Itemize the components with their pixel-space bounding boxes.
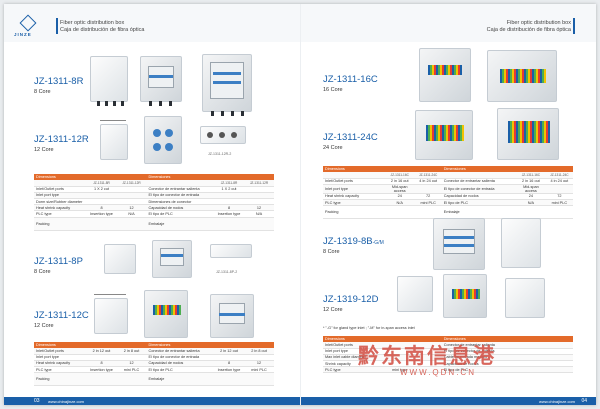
product-model: JZ-1311-8R	[34, 76, 84, 87]
image-caption: JZ-1311-12R-2	[208, 152, 232, 156]
product-model: JZ-1319-12D	[323, 294, 379, 305]
footer-url: www.chinajinze.com	[538, 398, 575, 404]
product-image-open	[419, 48, 471, 102]
header-title-en: Fiber optic distribution box	[506, 20, 571, 26]
product-image-side	[210, 244, 252, 258]
table-row: Packing Embalaje	[34, 372, 274, 387]
product-image-open	[152, 240, 192, 278]
product-model: JZ-1311-12C	[34, 310, 89, 321]
product-image-open	[443, 274, 487, 318]
product-image-open	[144, 116, 182, 164]
product-drawing	[94, 298, 128, 334]
table-row: Inlet port type El tipo de conector de e…	[34, 354, 274, 361]
watermark-text: 黔东南信息港	[358, 343, 496, 368]
product-model: JZ-1311-8P	[34, 256, 83, 267]
product-image-open	[144, 290, 188, 338]
table-row: Dorm size/Rubber diameter Dimensiones de…	[34, 198, 274, 206]
table-row: Shrink capacity Capacidad de nodos	[323, 360, 573, 368]
right-page: Fiber optic distribution box Caja de dis…	[300, 4, 596, 405]
image-caption: JZ-1311-8P-2	[216, 270, 238, 274]
left-page: JINZE Fiber optic distribution box Caja …	[4, 4, 300, 405]
page-footer: 03 www.chinajinze.com	[4, 397, 300, 405]
product-core: 8 Core	[34, 269, 51, 275]
table-header: Dimensiones	[146, 174, 214, 180]
watermark-url: WWW.QDN.CN	[400, 368, 476, 377]
product-image-closed	[104, 244, 136, 274]
product-core: 12 Core	[34, 323, 54, 329]
product-image-open	[415, 110, 473, 160]
dimension-line	[94, 294, 126, 295]
header-title-en: Fiber optic distribution box	[60, 20, 125, 26]
page-footer: www.chinajinze.com 04	[301, 397, 596, 405]
table-row: Inlet port type El tipo de conector de e…	[323, 348, 573, 355]
header-title-es: Caja de distribución de fibra óptica	[60, 27, 145, 33]
product-image-open	[140, 56, 182, 106]
product-drawing	[501, 218, 541, 268]
footer-url: www.chinajinze.com	[48, 398, 85, 404]
page-number: 03	[34, 398, 40, 404]
product-core: 24 Core	[323, 145, 343, 151]
brand-logo-icon	[19, 14, 37, 32]
product-model: JZ-1319-8B-G/M	[323, 236, 384, 247]
product-drawing	[100, 124, 128, 160]
product-model: JZ-1311-24C	[323, 132, 378, 143]
product-core: 12 Core	[323, 307, 343, 313]
product-core: 16 Core	[323, 87, 343, 93]
table-header: Dimensions	[34, 174, 87, 180]
product-image-side	[200, 126, 246, 144]
table-row: Packing Embalaje	[323, 205, 573, 220]
header-title-es: Caja de distribución de fibra óptica	[486, 27, 571, 33]
table-row: JZ-1311-16C JZ-1311-24C JZ-1311-16C JZ-1…	[323, 172, 573, 179]
brand-name: JINZE	[14, 32, 32, 37]
header-accent	[56, 18, 58, 34]
table-row: JZ-1311-8R JZ-1311-12R JZ-1311-8R JZ-131…	[34, 180, 274, 187]
product-model: JZ-1311-16C	[323, 74, 378, 85]
header-accent	[573, 18, 575, 34]
spec-table: Dimensions Dimensiones Inlet/Outlet port…	[34, 342, 274, 387]
product-core: 8 Core	[34, 89, 51, 95]
product-image-closed	[397, 276, 433, 312]
dimension-line	[100, 120, 126, 121]
product-image-open-large	[202, 54, 252, 116]
table-row: Inlet port type El tipo de conector de e…	[34, 192, 274, 200]
spec-table: Dimensions Dimensiones JZ-1311-8R JZ-131…	[34, 174, 274, 231]
table-row: Inlet/Outlet ports Conector de entrantar…	[323, 342, 573, 349]
page-header: JINZE Fiber optic distribution box Caja …	[4, 4, 300, 42]
product-model: JZ-1311-12R	[34, 134, 89, 145]
spec-table: Dimensions Dimensiones Inlet/Outlet port…	[323, 336, 573, 374]
product-core: 8 Core	[323, 249, 340, 255]
product-core: 12 Core	[34, 147, 54, 153]
catalog-spread: JINZE Fiber optic distribution box Caja …	[4, 4, 596, 405]
model-note: * "-G" for gland type inlet ; "-M" for i…	[323, 326, 415, 330]
product-image-open	[433, 218, 485, 270]
page-header: Fiber optic distribution box Caja de dis…	[301, 4, 596, 42]
spec-table: Dimensions Dimensiones JZ-1311-16C JZ-13…	[323, 166, 573, 220]
product-image-closed	[90, 56, 128, 106]
table-row: Max inlet cable diameter Cable de entrad…	[323, 354, 573, 362]
product-image-open	[210, 294, 254, 338]
page-number: 04	[581, 398, 587, 404]
product-drawing	[505, 278, 545, 318]
product-image-open	[487, 50, 557, 102]
table-row: Packing Embalaje	[34, 217, 274, 231]
product-image-open	[497, 108, 559, 160]
